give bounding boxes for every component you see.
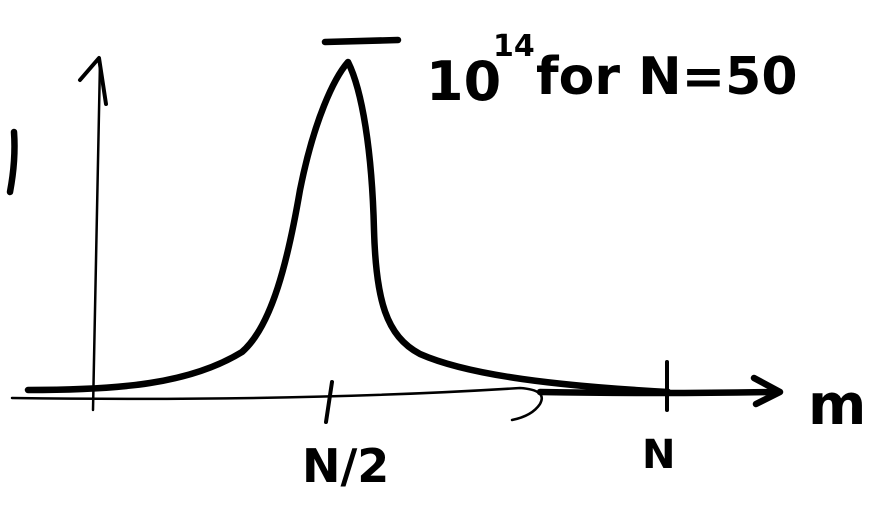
peak-marker-line [321,36,402,46]
y-axis-line [91,60,102,412]
stray-left-mark [6,128,18,196]
y-axis-arrowhead [78,56,108,106]
x-axis-line [10,386,543,422]
distribution-curve [24,58,672,396]
condition-label: for N=50 [536,47,798,107]
x-axis-arrowhead [750,374,784,408]
peak-value-label: 10 [426,50,501,113]
tick-mark-mid [324,380,334,424]
tick-label-end: N [642,432,675,478]
x-axis-label: m [808,373,866,438]
peak-exponent-label: 14 [493,29,535,64]
tick-label-mid: N/2 [302,439,389,493]
